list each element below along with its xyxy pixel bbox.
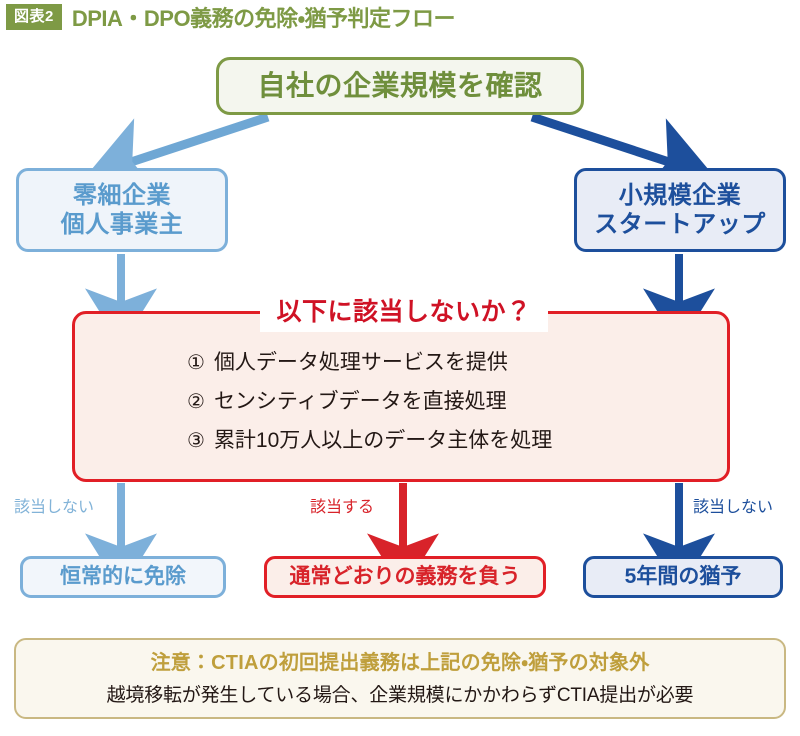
figure-number-badge: 図表2 (6, 4, 62, 30)
edge-label-applicable-center: 該当する (310, 499, 375, 516)
edge-label-not-applicable-left: 該当しない (14, 499, 95, 516)
list-item: ③ 累計10万人以上のデータ主体を処理 (187, 430, 733, 451)
figure-title: DPIA・DPO義務の免除・猶予判定フロー (71, 6, 456, 31)
decision-panel-title: 以下に該当しないか？ (75, 294, 733, 332)
note-panel: 注意：CTIAの初回提出義務は上記の免除・猶予の対象外 越境移転が発生している場… (14, 638, 786, 719)
list-item-text: センシティブデータを直接処理 (213, 390, 507, 413)
list-item-text: 累計10万人以上のデータ主体を処理 (213, 429, 553, 452)
node-small-enterprise-line1: 小規模企業 (618, 181, 742, 209)
list-item-text: 個人データ処理サービスを提供 (213, 351, 508, 374)
node-company-size-check[interactable]: 自社の企業規模を確認 (216, 57, 584, 115)
list-item: ② センシティブデータを直接処理 (187, 391, 733, 412)
arrow-start-to-small (530, 112, 715, 196)
node-company-size-check-label: 自社の企業規模を確認 (257, 69, 543, 101)
decision-criteria-list: ① 個人データ処理サービスを提供 ② センシティブデータを直接処理 ③ 累計10… (75, 352, 733, 469)
note-panel-title: 注意：CTIAの初回提出義務は上記の免除・猶予の対象外 (150, 651, 650, 674)
node-outcome-five-year-grace[interactable]: 5年間の猶予 (583, 556, 783, 598)
node-small-enterprise-line2: スタートアップ (594, 211, 766, 238)
figure-header: 図表2 DPIA・DPO義務の免除・猶予判定フロー (0, 0, 800, 34)
edge-label-not-applicable-right: 該当しない (693, 499, 774, 516)
decision-panel: 以下に該当しないか？ ① 個人データ処理サービスを提供 ② センシティブデータを… (72, 294, 733, 482)
decision-panel-title-text: 以下に該当しないか？ (260, 294, 548, 332)
arrow-start-to-micro (85, 112, 270, 196)
node-small-enterprise[interactable]: 小規模企業 スタートアップ (574, 168, 786, 252)
node-outcome-normal-obligation-label: 通常どおりの義務を負う (289, 565, 521, 589)
node-micro-enterprise-line1: 零細企業 (73, 181, 171, 209)
node-micro-enterprise-line2: 個人事業主 (60, 211, 184, 238)
list-item-number: ① (187, 352, 205, 374)
node-outcome-permanent-exemption[interactable]: 恒常的に免除 (20, 556, 226, 598)
list-item: ① 個人データ処理サービスを提供 (187, 352, 733, 373)
node-micro-enterprise[interactable]: 零細企業 個人事業主 (16, 168, 228, 252)
list-item-number: ② (187, 391, 205, 413)
note-panel-body: 越境移転が発生している場合、企業規模にかかわらずCTIA提出が必要 (106, 684, 694, 706)
node-outcome-five-year-grace-label: 5年間の猶予 (624, 565, 742, 589)
node-outcome-normal-obligation[interactable]: 通常どおりの義務を負う (264, 556, 546, 598)
node-outcome-permanent-exemption-label: 恒常的に免除 (60, 565, 186, 589)
list-item-number: ③ (187, 430, 205, 452)
